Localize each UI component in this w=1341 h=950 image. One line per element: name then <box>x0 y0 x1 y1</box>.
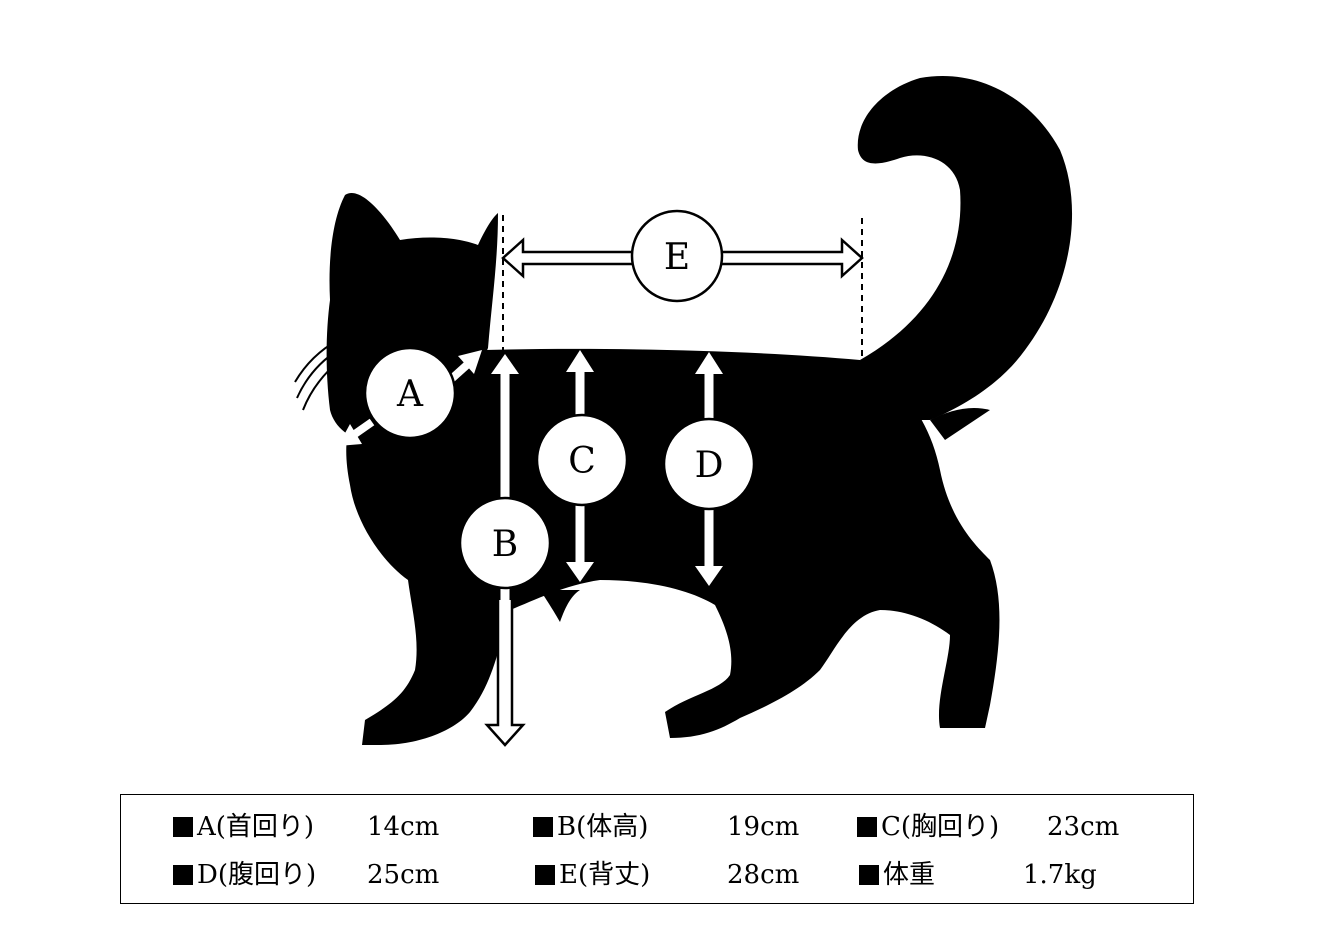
legend-value: 28cm <box>727 860 800 890</box>
marker-b-label: B <box>492 524 518 565</box>
legend-value: 23cm <box>1047 812 1120 842</box>
bullet-square-icon <box>857 817 877 837</box>
bullet-square-icon <box>173 817 193 837</box>
bullet-square-icon <box>533 817 553 837</box>
bullet-square-icon <box>859 865 879 885</box>
legend-value: 25cm <box>367 860 440 890</box>
legend-value: 1.7kg <box>1023 860 1097 890</box>
legend-label: E(背丈) <box>559 860 651 890</box>
cat-whiskers <box>294 339 341 411</box>
cat-tail <box>857 75 1073 420</box>
marker-c: C <box>535 413 629 507</box>
legend-label: B(体高) <box>557 812 649 842</box>
marker-b: B <box>458 496 552 590</box>
cat-fur-tuft <box>930 408 990 440</box>
legend-label: A(首回り) <box>197 812 315 842</box>
cat-body <box>346 348 1000 745</box>
marker-a: A <box>363 346 457 440</box>
measurement-legend: A(首回り) 14cm B(体高) 19cm C(胸回り) 23cm D(腹回り… <box>120 794 1194 904</box>
legend-value: 14cm <box>367 812 440 842</box>
legend-item-weight: 体重 1.7kg <box>859 859 1097 891</box>
marker-d-label: D <box>695 445 724 486</box>
legend-item-chest: C(胸回り) 23cm <box>857 811 1119 843</box>
marker-c-label: C <box>568 441 596 482</box>
legend-value: 19cm <box>727 812 800 842</box>
cat-fur-tuft <box>540 590 580 622</box>
bullet-square-icon <box>535 865 555 885</box>
marker-e: E <box>630 209 724 303</box>
legend-item-neck: A(首回り) 14cm <box>173 811 439 843</box>
legend-label: D(腹回り) <box>197 860 317 890</box>
back-length-guides <box>502 215 863 362</box>
cat-measurement-diagram: A B C D E <box>294 75 1073 747</box>
marker-d: D <box>662 417 756 511</box>
legend-label: 体重 <box>883 860 936 890</box>
marker-e-label: E <box>664 237 690 278</box>
bullet-square-icon <box>173 865 193 885</box>
legend-item-back-length: E(背丈) 28cm <box>535 859 799 891</box>
marker-a-label: A <box>396 374 424 415</box>
legend-label: C(胸回り) <box>881 812 1000 842</box>
legend-item-belly: D(腹回り) 25cm <box>173 859 439 891</box>
legend-item-body-height: B(体高) 19cm <box>533 811 799 843</box>
